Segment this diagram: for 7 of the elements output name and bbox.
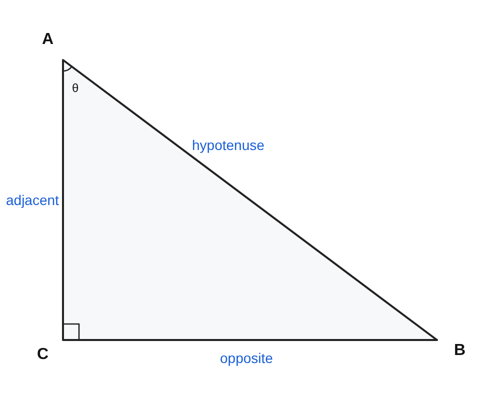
- vertex-label: C: [37, 347, 49, 363]
- vertex-label: B: [454, 343, 466, 359]
- side-label: opposite: [220, 351, 273, 365]
- side-label: adjacent: [6, 193, 59, 207]
- angle-label: θ: [72, 82, 79, 94]
- vertex-label: A: [42, 32, 54, 48]
- side-label: hypotenuse: [192, 138, 264, 152]
